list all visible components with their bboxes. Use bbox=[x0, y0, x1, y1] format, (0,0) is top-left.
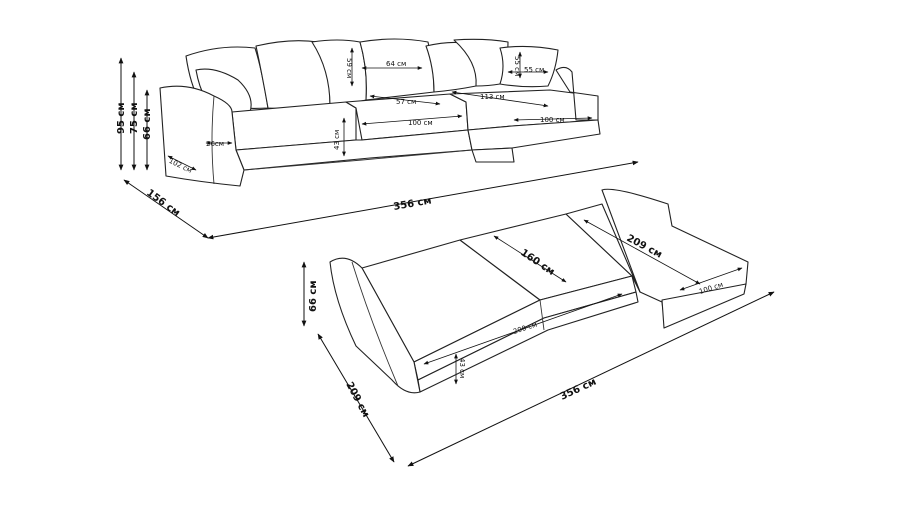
unfolded-bed-view: 160 см 200 см 209 см 100 см 43 см 66 см … bbox=[301, 188, 775, 467]
left-armrest-unfolded bbox=[329, 257, 421, 394]
back-height-label: 75 см bbox=[129, 103, 140, 135]
arm-height-label: 66 см bbox=[142, 109, 153, 141]
seat-depth-label: 57 см bbox=[396, 98, 416, 106]
assembled-sofa-view: 26см 102 см 43 см 100 см 57 см 59 см 64 … bbox=[116, 38, 639, 240]
small-cushion-height-label: 55 см bbox=[513, 56, 521, 76]
chaise-seat-length-label: 100 см bbox=[540, 116, 565, 124]
bed-height-label: 43 см bbox=[458, 358, 466, 378]
chaise-length-label: 113 см bbox=[480, 93, 505, 101]
unfolded-arm-height-label: 66 см bbox=[308, 281, 319, 313]
small-cushion-width-label: 55 см bbox=[524, 66, 544, 74]
total-height-label: 95 см bbox=[116, 103, 127, 135]
unfolded-depth-label: 209 см bbox=[343, 380, 371, 419]
right-armrest bbox=[555, 66, 599, 121]
width-label: 356 см bbox=[393, 195, 433, 213]
seat-height-label: 43 см bbox=[333, 130, 341, 150]
back-cushion-height-label: 59 см bbox=[345, 58, 353, 78]
seat-length-label: 100 см bbox=[408, 119, 433, 127]
depth-label: 156 см bbox=[144, 188, 182, 220]
arm-width-label: 26см bbox=[206, 140, 224, 148]
unfolded-width-label: 356 см bbox=[559, 376, 599, 402]
back-cushion-width-label: 64 см bbox=[386, 60, 406, 68]
